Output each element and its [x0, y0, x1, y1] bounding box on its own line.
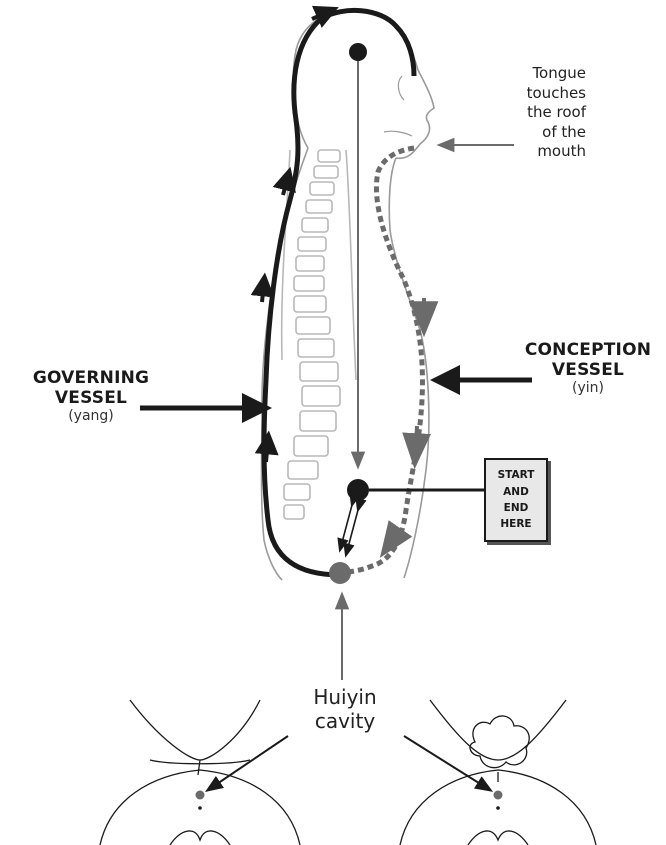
conception-vessel-title-line1: CONCEPTION	[510, 340, 666, 360]
conception-vessel-label: CONCEPTION VESSEL (yin)	[510, 340, 666, 397]
perineum-left	[100, 700, 300, 845]
start-end-box: START AND END HERE	[484, 458, 548, 542]
start-line: END	[504, 500, 529, 516]
tongue-line: of the	[500, 123, 586, 143]
conception-vessel-title-line2: VESSEL	[510, 360, 666, 380]
tongue-line: the roof	[500, 103, 586, 123]
tongue-line: Tongue	[500, 64, 586, 84]
crown-point	[349, 43, 367, 61]
huiyin-line: Huiyin	[290, 685, 400, 709]
governing-vessel-label: GOVERNING VESSEL (yang)	[6, 368, 176, 425]
governing-vessel-title-line2: VESSEL	[6, 388, 176, 408]
perineum-right	[400, 700, 596, 845]
huiyin-point	[329, 562, 351, 584]
start-line: START	[498, 467, 535, 483]
governing-vessel-title-line1: GOVERNING	[6, 368, 176, 388]
start-point	[347, 479, 369, 501]
tongue-note: Tongue touches the roof of the mouth	[500, 64, 586, 162]
huiyin-line: cavity	[290, 709, 400, 733]
governing-vessel-sub: (yang)	[6, 408, 176, 425]
spine	[282, 150, 356, 519]
start-line: HERE	[500, 516, 531, 532]
conception-vessel-channel	[344, 148, 424, 572]
huiyin-cavity-label: Huiyin cavity	[290, 685, 400, 733]
tongue-line: mouth	[500, 142, 586, 162]
tongue-line: touches	[500, 84, 586, 104]
conception-vessel-sub: (yin)	[510, 380, 666, 397]
start-line: AND	[503, 484, 529, 500]
